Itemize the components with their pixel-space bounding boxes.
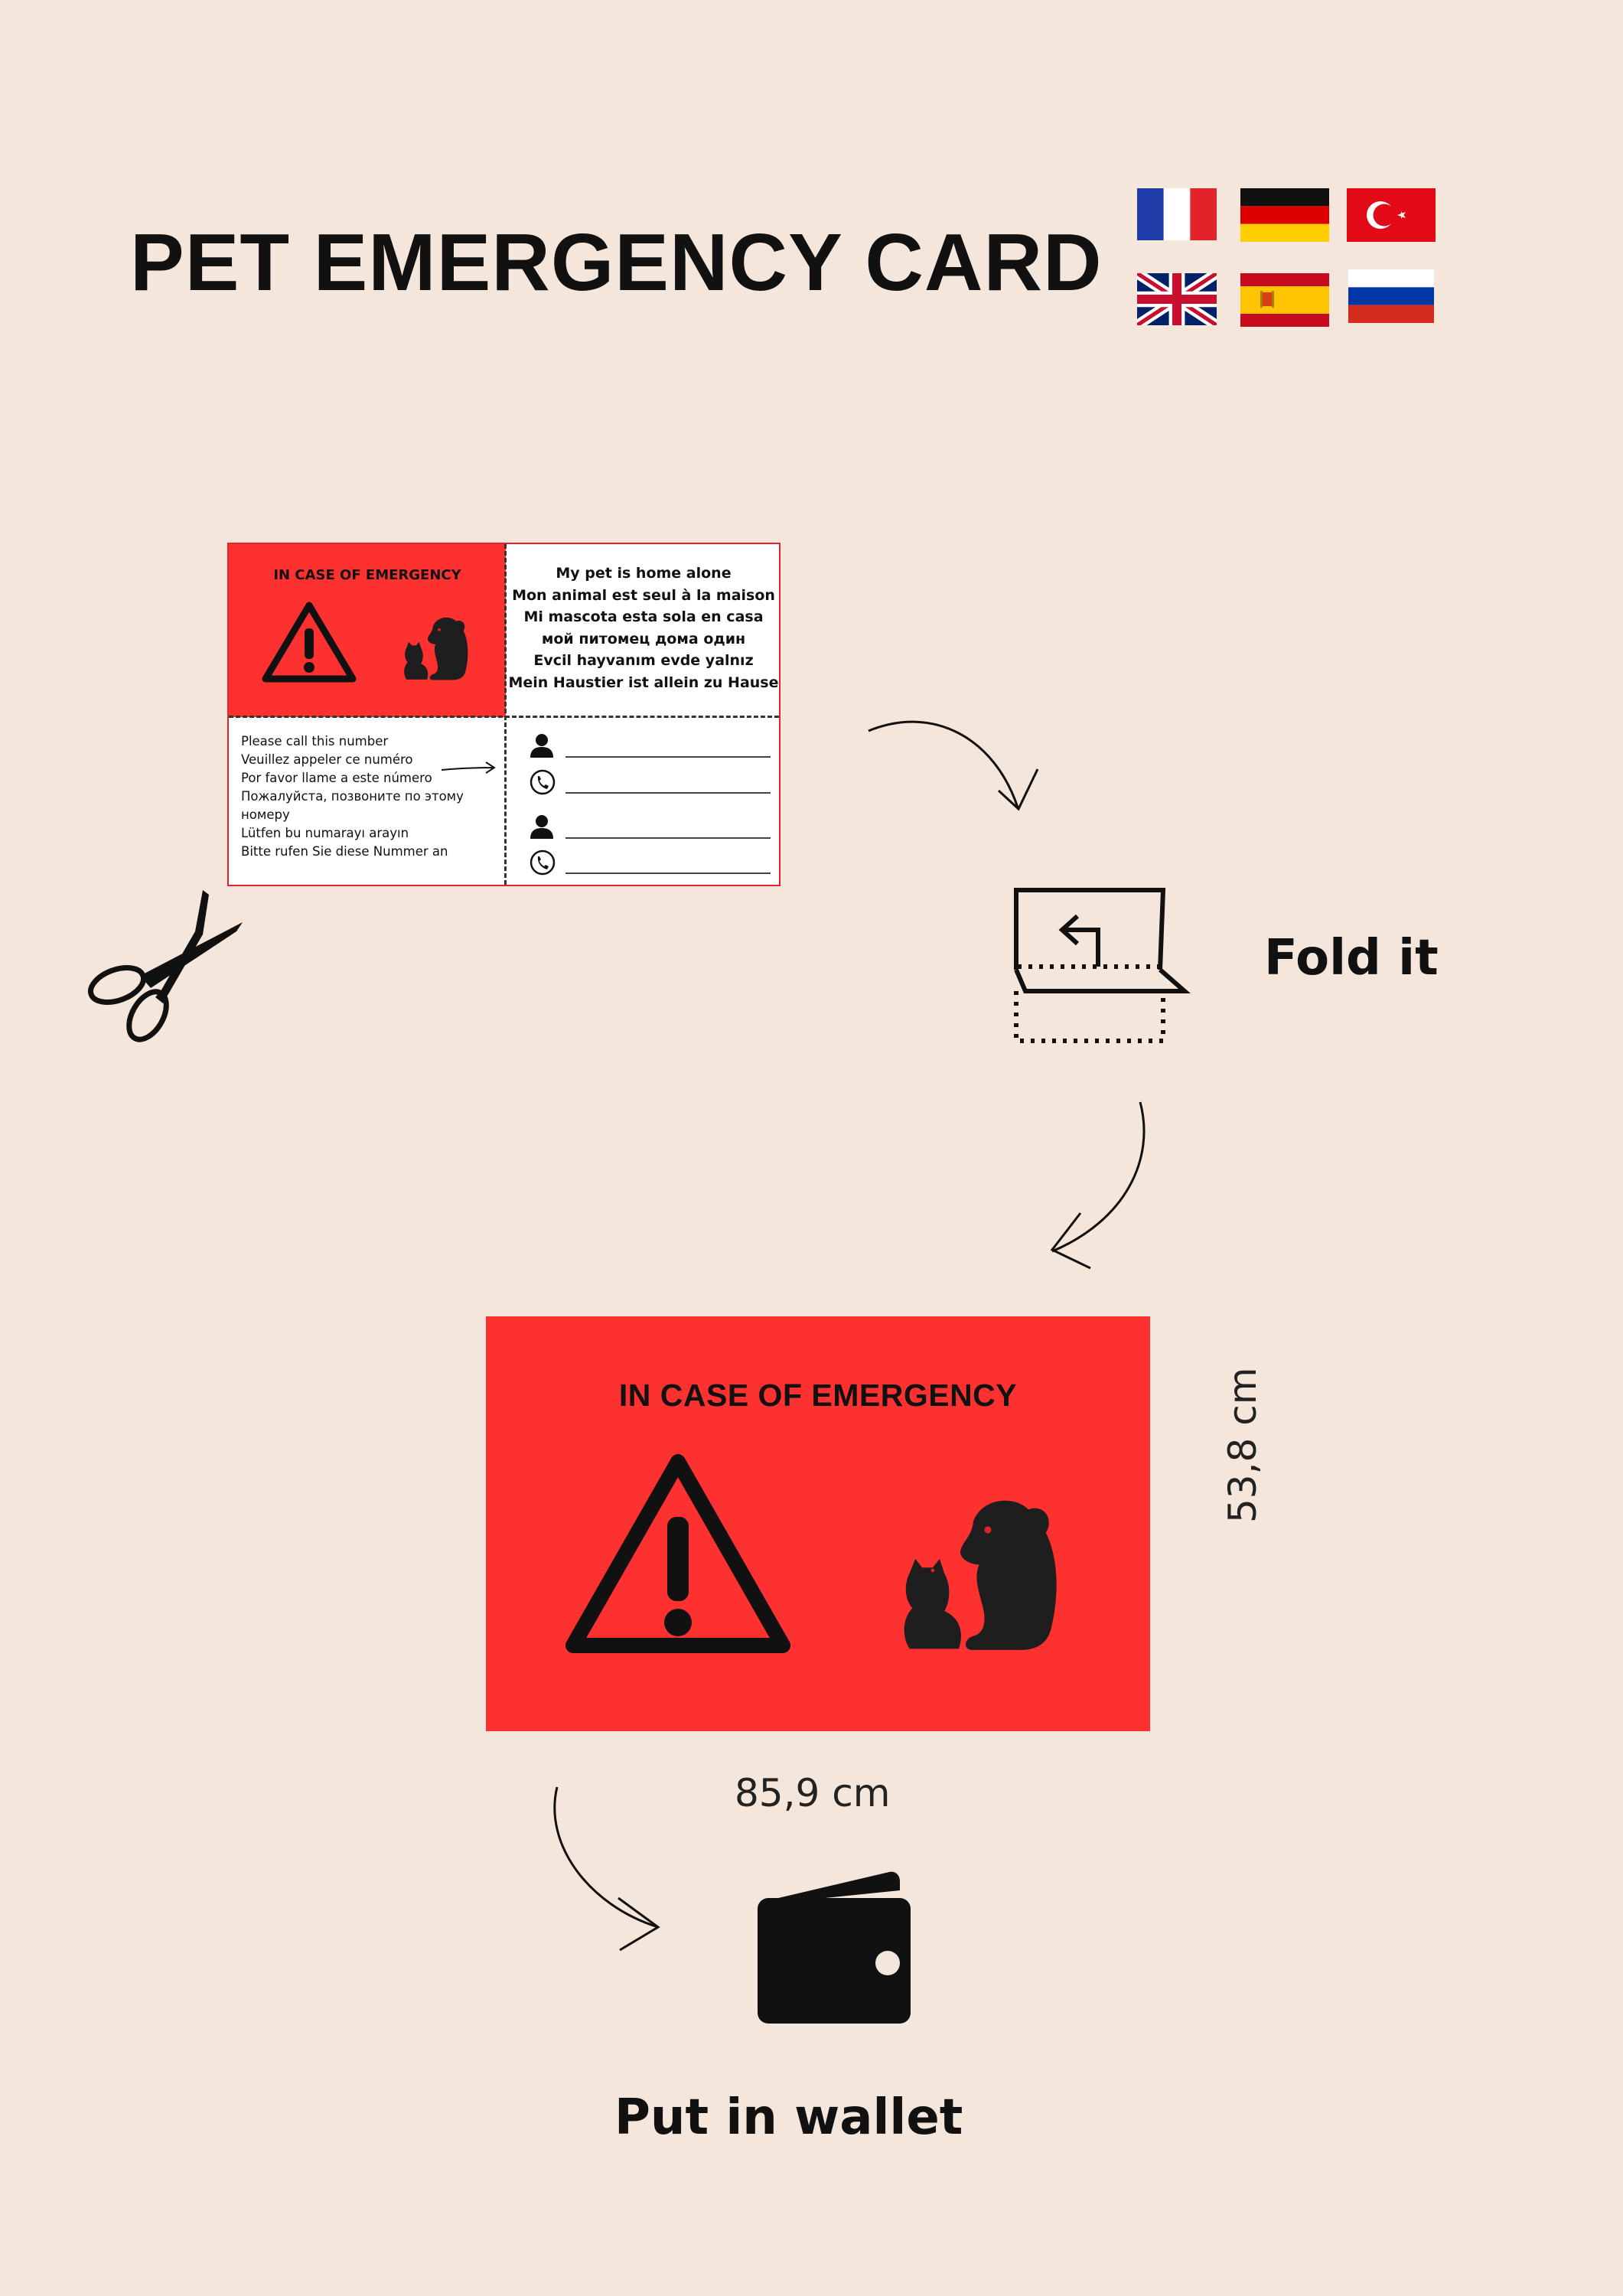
phone-field-line-1[interactable] <box>565 792 771 794</box>
printable-card: IN CASE OF EMERGENCY My pet is home alon… <box>227 543 781 886</box>
card-front-title: IN CASE OF EMERGENCY <box>273 567 461 583</box>
name-field-line-2[interactable] <box>565 837 771 839</box>
name-field-line-1[interactable] <box>565 756 771 758</box>
phone-icon <box>530 769 556 795</box>
message-ru: мой питомец дома один <box>541 630 746 647</box>
person-icon <box>530 734 553 758</box>
call-line-ru-cont: номеру <box>241 807 290 822</box>
warning-icon <box>565 1454 790 1653</box>
fold-step-label: Fold it <box>1264 930 1439 987</box>
message-tr: Evcil hayvanım evde yalnız <box>533 652 754 669</box>
flag-uk-icon <box>1137 273 1217 325</box>
card-height-dimension: 53,8 cm <box>1221 1367 1265 1523</box>
phone-field-line-2[interactable] <box>565 872 771 874</box>
card-front-red-panel: IN CASE OF EMERGENCY <box>229 544 506 717</box>
call-line-es: Por favor llame a este número <box>241 771 432 785</box>
message-de: Mein Haustier ist allein zu Hause <box>508 673 779 691</box>
cat-dog-icon <box>904 1500 1057 1650</box>
folded-card-title: IN CASE OF EMERGENCY <box>618 1378 1018 1413</box>
message-es: Mi mascota esta sola en casa <box>523 608 764 625</box>
arrow-icon <box>868 720 1039 811</box>
wallet-step-label: Put in wallet <box>614 2089 963 2146</box>
call-line-ru: Пожалуйста, позвоните по этому <box>241 789 464 804</box>
phone-icon <box>530 850 556 876</box>
flag-spain-icon <box>1240 273 1329 327</box>
home-alone-messages: My pet is home alone Mon animal est seul… <box>506 563 781 693</box>
scissors-icon <box>87 890 243 1042</box>
card-width-dimension: 85,9 cm <box>735 1771 891 1815</box>
flag-russia-icon <box>1348 269 1434 323</box>
flag-turkey-icon <box>1347 188 1436 242</box>
flag-germany-icon <box>1240 188 1329 242</box>
wallet-icon <box>758 1871 911 2024</box>
cat-dog-icon <box>404 617 468 680</box>
arrow-icon <box>553 1786 660 1952</box>
call-line-en: Please call this number <box>241 734 389 748</box>
call-instructions: Please call this number Veuillez appeler… <box>241 732 464 861</box>
person-icon <box>530 815 553 839</box>
fold-line-horizontal <box>229 716 779 718</box>
call-line-de: Bitte rufen Sie diese Nummer an <box>241 844 448 859</box>
fold-line-vertical <box>504 544 507 885</box>
arrow-icon <box>1050 1101 1146 1270</box>
flag-france-icon <box>1137 188 1217 240</box>
call-line-tr: Lütfen bu numarayı arayın <box>241 826 409 840</box>
page-title: PET EMERGENCY CARD <box>130 217 1103 308</box>
message-en: My pet is home alone <box>556 565 732 582</box>
folded-card-preview: IN CASE OF EMERGENCY <box>486 1316 1150 1731</box>
warning-icon <box>262 602 357 683</box>
arrow-right-icon <box>441 762 496 774</box>
fold-icon <box>1014 888 1191 1043</box>
message-fr: Mon animal est seul à la maison <box>512 586 775 604</box>
call-line-fr: Veuillez appeler ce numéro <box>241 752 413 767</box>
